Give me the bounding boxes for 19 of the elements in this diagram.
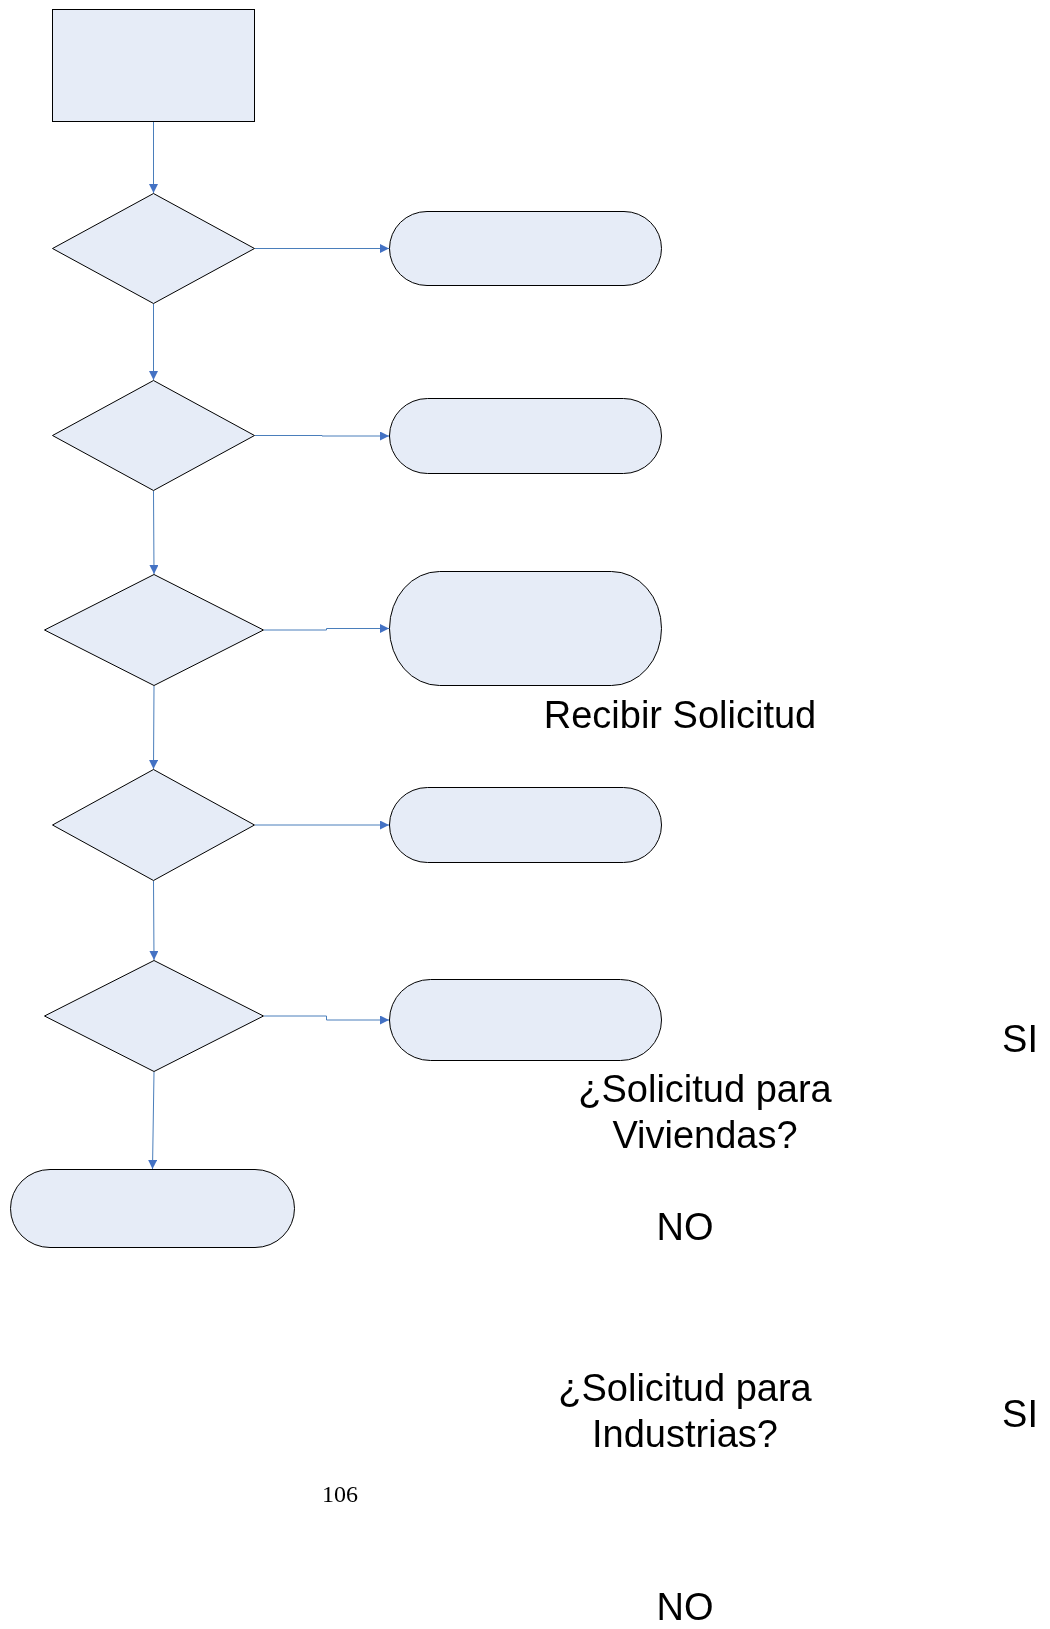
arrow	[148, 1071, 158, 1170]
arrow	[263, 1015, 390, 1025]
arrow	[149, 303, 158, 381]
flow-label: SI	[1001, 1392, 1039, 1437]
flow-label: ¿Solicitud para Viviendas?	[577, 1067, 833, 1159]
arrow	[149, 490, 159, 575]
arrow	[254, 820, 390, 830]
flow-label: Recibir Solicitud	[542, 693, 818, 738]
flow-label: NO	[655, 1205, 715, 1250]
flow-label: NO	[655, 1585, 715, 1629]
arrow	[254, 244, 390, 253]
flow-label: SI	[1001, 1017, 1039, 1062]
arrow	[263, 624, 390, 633]
flow-label: ¿Solicitud para Industrias?	[557, 1366, 813, 1458]
page-number: 106	[321, 1480, 359, 1509]
arrow	[254, 431, 390, 441]
arrow	[149, 685, 159, 770]
arrow	[149, 880, 159, 961]
arrow	[149, 121, 158, 194]
